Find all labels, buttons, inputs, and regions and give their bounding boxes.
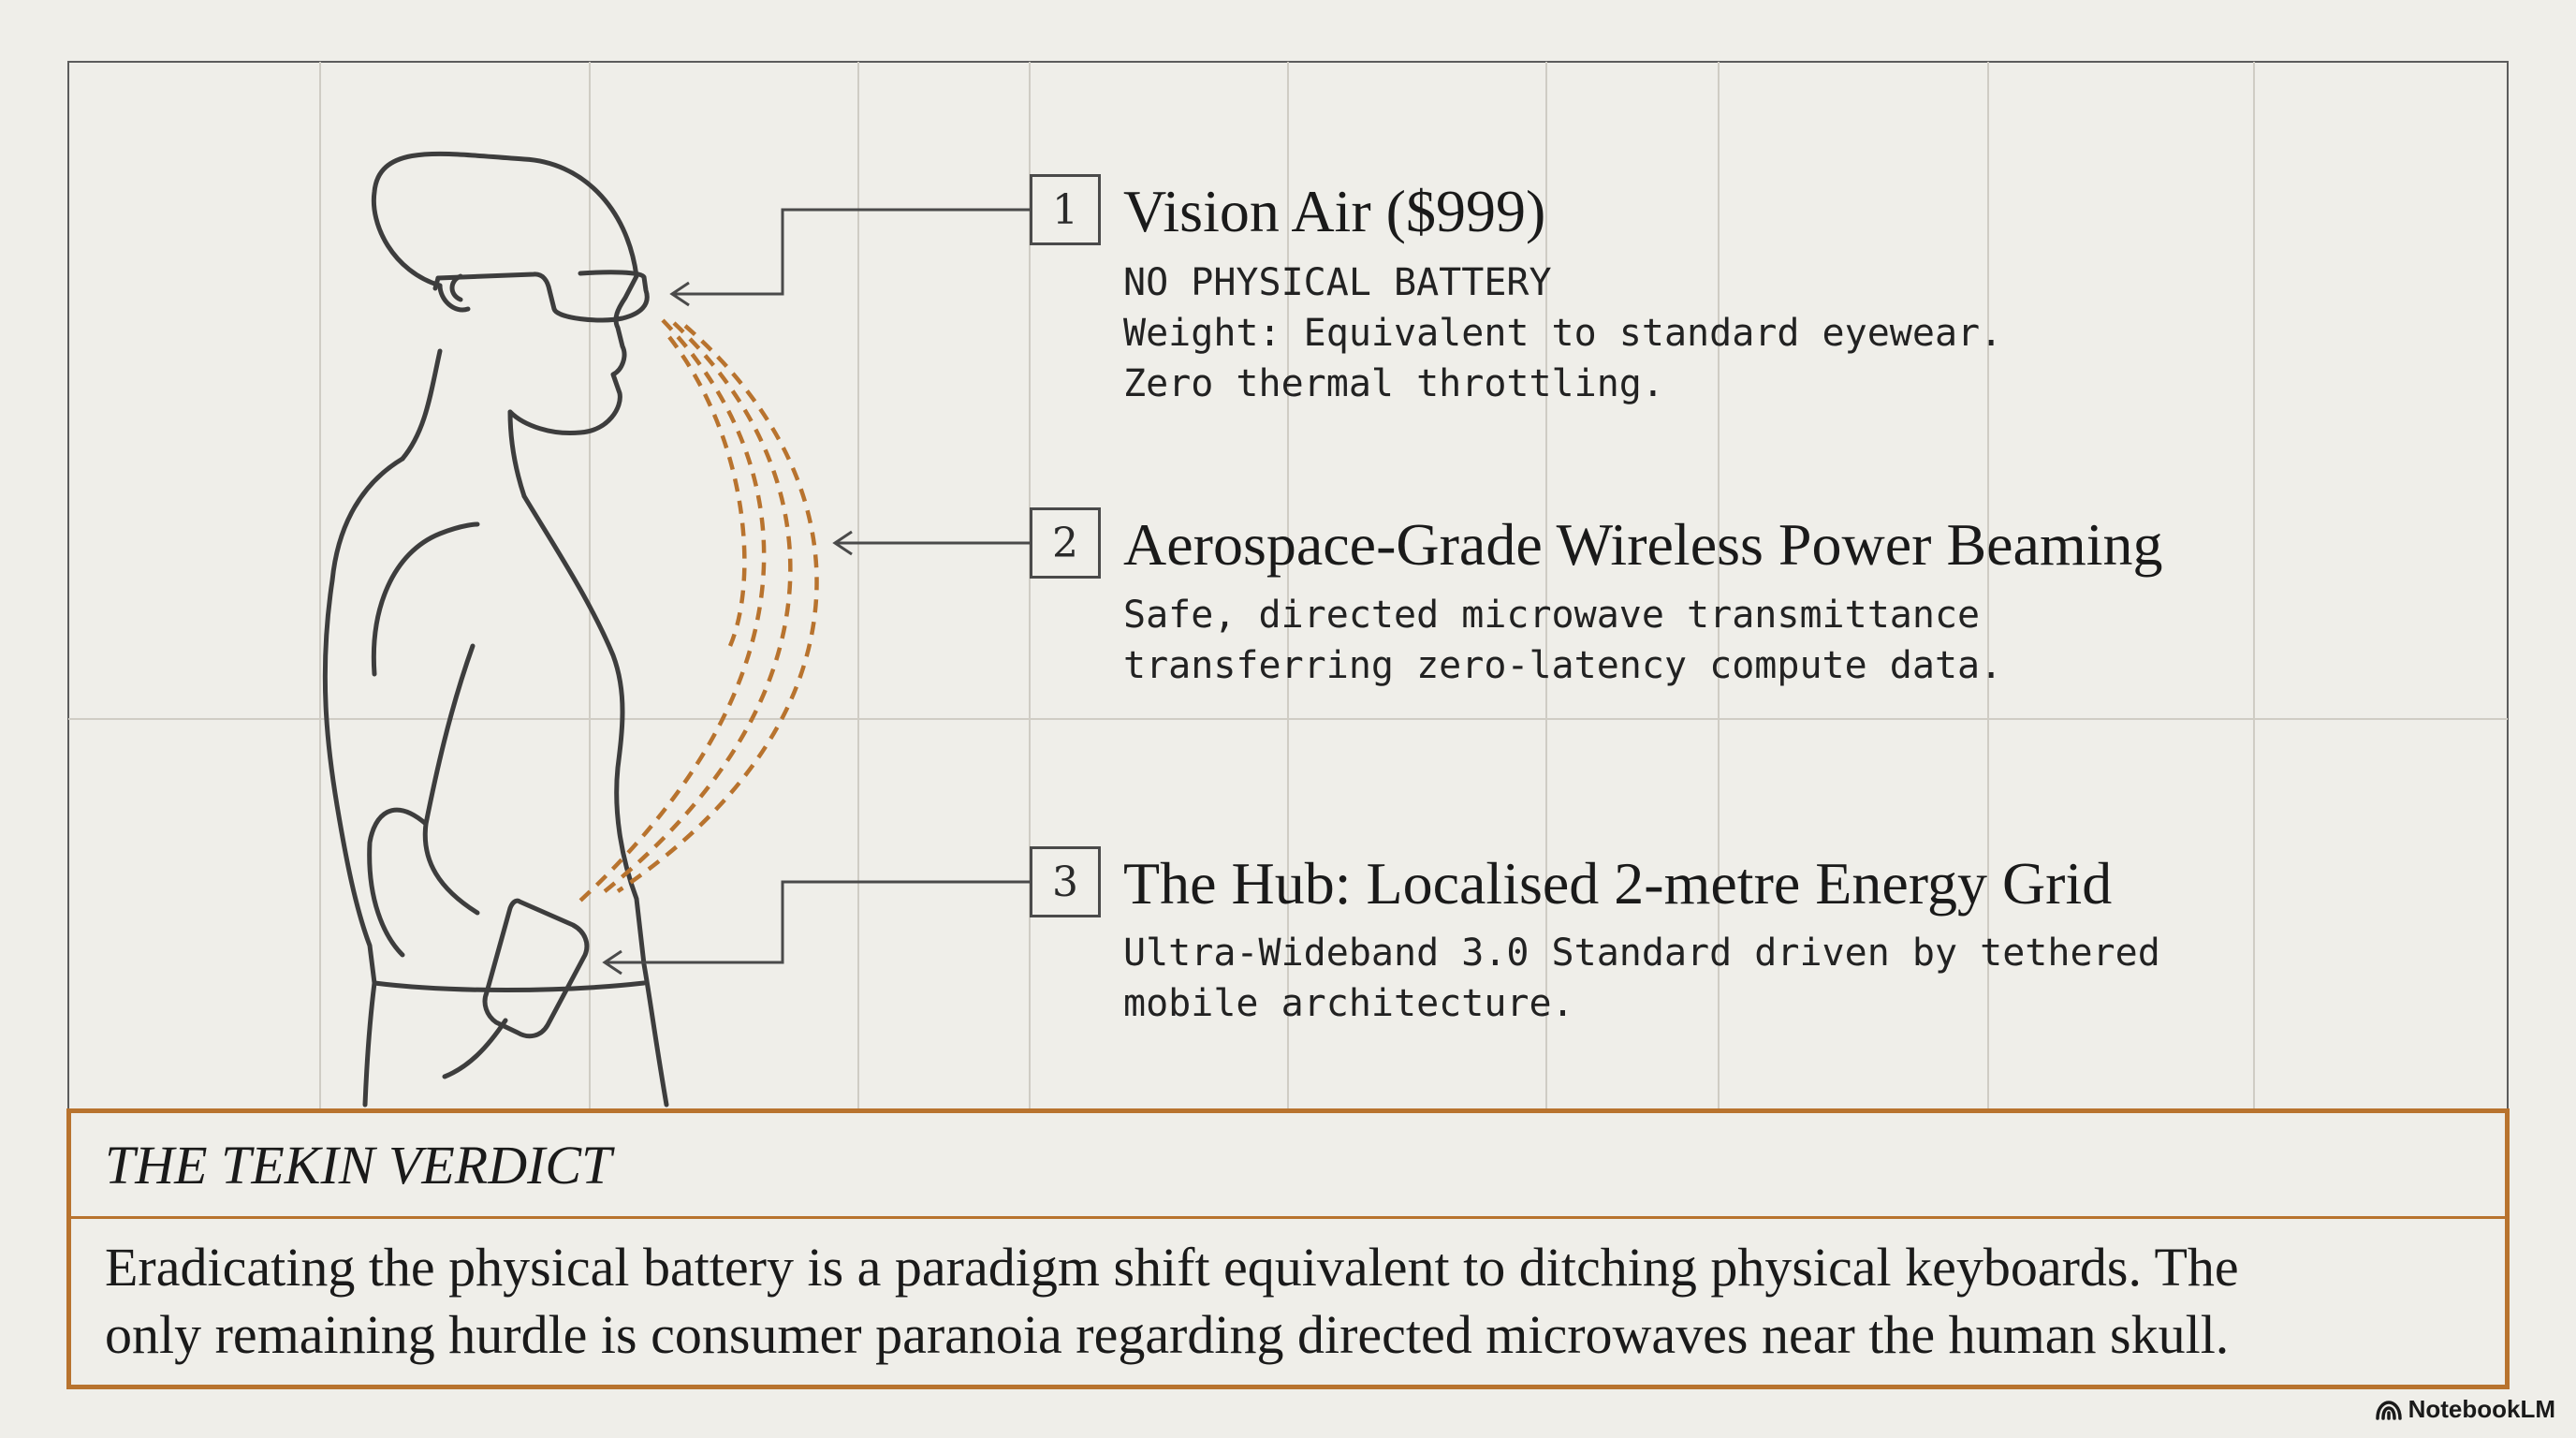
callout-1-title: Vision Air ($999) <box>1123 178 1546 244</box>
verdict-body: Eradicating the physical battery is a pa… <box>71 1219 2505 1369</box>
callout-3-title: The Hub: Localised 2-metre Energy Grid <box>1123 850 2113 917</box>
verdict-line-2: only remaining hurdle is consumer parano… <box>105 1304 2230 1365</box>
leader-lines <box>602 208 1030 976</box>
verdict-heading: THE TEKIN VERDICT <box>71 1113 2505 1219</box>
brand-watermark: NotebookLM <box>2375 1395 2555 1424</box>
power-beams <box>578 318 819 902</box>
callout-1-line-3: Zero thermal throttling. <box>1123 362 1664 405</box>
callout-3-line-2: mobile architecture. <box>1123 982 1574 1025</box>
grid-lines <box>68 62 2508 1108</box>
callout-3-line-1: Ultra-Wideband 3.0 Standard driven by te… <box>1123 932 2160 975</box>
callout-2-number: 2 <box>1030 507 1101 579</box>
person-figure <box>322 151 669 1108</box>
callout-1-line-1: NO PHYSICAL BATTERY <box>1123 261 1552 304</box>
notebooklm-logo-icon <box>2375 1400 2402 1420</box>
callout-2-line-1: Safe, directed microwave transmittance <box>1123 594 1981 637</box>
callout-1-line-2: Weight: Equivalent to standard eyewear. <box>1123 312 2003 355</box>
brand-label: NotebookLM <box>2408 1395 2555 1423</box>
verdict-line-1: Eradicating the physical battery is a pa… <box>105 1237 2239 1298</box>
verdict-panel: THE TEKIN VERDICT Eradicating the physic… <box>66 1108 2510 1389</box>
callout-2-title: Aerospace-Grade Wireless Power Beaming <box>1123 511 2163 578</box>
callout-1-number: 1 <box>1030 174 1101 245</box>
callout-2-line-2: transferring zero-latency compute data. <box>1123 644 2003 687</box>
callout-3-number: 3 <box>1030 846 1101 917</box>
